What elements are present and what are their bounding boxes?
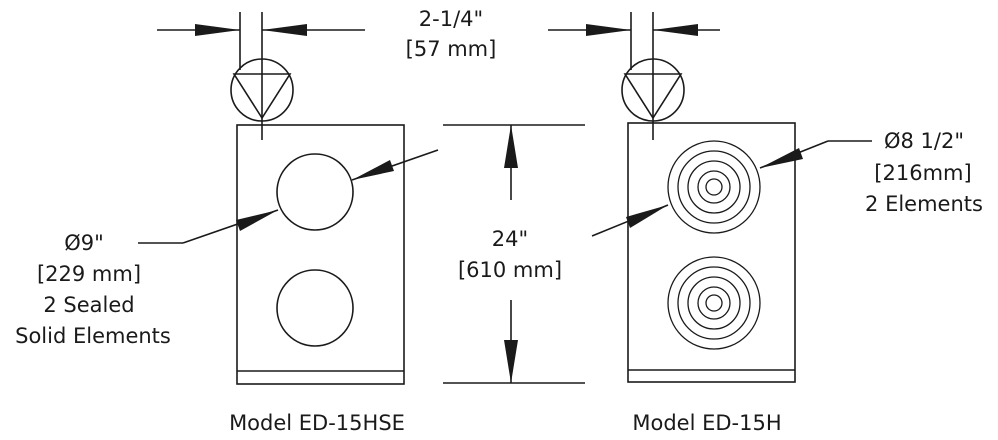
height-metric: [610 mm]: [458, 258, 562, 282]
left-element-metric: [229 mm]: [37, 262, 141, 286]
unit-ed-15h: [621, 12, 796, 383]
supply-pipe-right: [621, 12, 685, 140]
unit-ed-15hse: [230, 12, 405, 385]
pipe-spacing-metric: [57 mm]: [406, 37, 497, 61]
pipe-spacing-dimension: 2-1/4" [57 mm]: [157, 7, 720, 61]
right-element-diameter: Ø8 1/2": [884, 129, 964, 153]
model-label-ed-15h: Model ED-15H: [632, 411, 781, 435]
right-element-metric: [216mm]: [874, 161, 971, 185]
height-dimension: 24" [610 mm]: [443, 124, 585, 384]
coil-element-top: [667, 140, 761, 234]
coil-element-bottom: [667, 256, 761, 350]
right-element-count: 2 Elements: [865, 192, 983, 216]
pipe-spacing-imperial: 2-1/4": [419, 7, 483, 31]
element-callout-right: Ø8 1/2" [216mm] 2 Elements: [591, 129, 983, 237]
model-label-ed-15hse: Model ED-15HSE: [229, 411, 405, 435]
unit-body-left: [236, 124, 405, 385]
height-imperial: 24": [492, 227, 528, 251]
left-element-count: 2 Sealed: [43, 293, 134, 317]
unit-body-right: [627, 122, 796, 383]
left-element-type: Solid Elements: [15, 324, 171, 348]
element-callout-left: Ø9" [229 mm] 2 Sealed Solid Elements: [15, 149, 439, 348]
sealed-element-bottom: [276, 269, 354, 347]
sealed-element-top: [276, 153, 354, 231]
supply-pipe-left: [230, 12, 294, 140]
left-element-diameter: Ø9": [64, 231, 104, 255]
